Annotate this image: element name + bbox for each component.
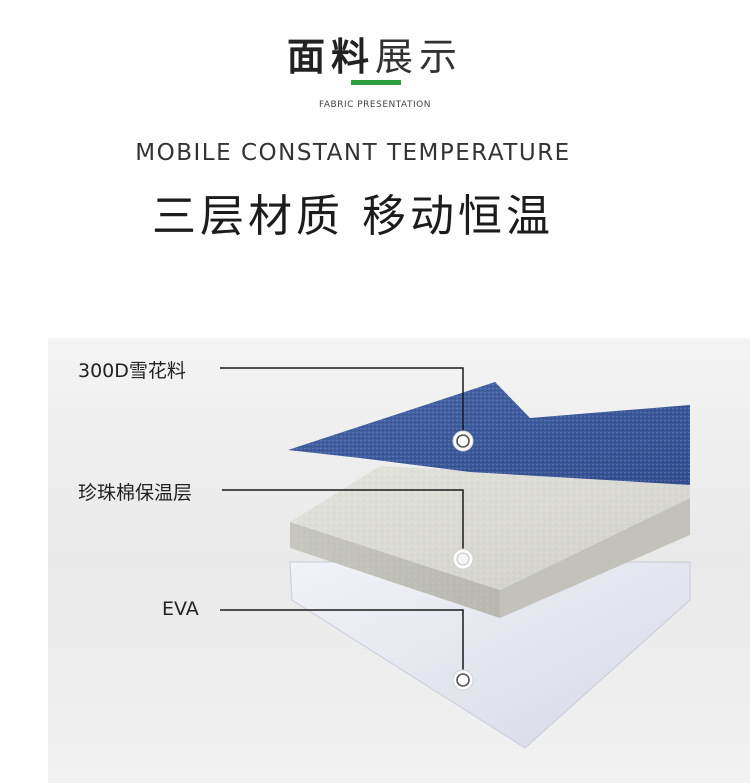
header: 面料展示 FABRIC PRESENTATION — [0, 0, 750, 130]
layers-svg — [48, 338, 750, 783]
page-title: 面料展示 — [0, 26, 750, 81]
marker-foam-icon — [452, 548, 474, 570]
subtitle-english: FABRIC PRESENTATION — [319, 100, 431, 110]
marker-fabric-icon — [452, 430, 474, 452]
page-title-light: 展示 — [375, 35, 464, 79]
leader-line-eva — [220, 609, 464, 678]
page-title-bold: 面料 — [286, 35, 375, 79]
leader-line-fabric — [220, 367, 464, 440]
layer-label-eva: EVA — [162, 598, 199, 620]
leader-line-foam — [222, 489, 464, 558]
material-layers-illustration: 300D雪花料 珍珠棉保温层 EVA — [0, 300, 750, 783]
layer-label-foam: 珍珠棉保温层 — [78, 482, 193, 504]
title-accent-bar — [351, 80, 401, 85]
hero-chinese-heading: 三层材质 移动恒温 — [152, 191, 554, 242]
hero-english-heading: MOBILE CONSTANT TEMPERATURE — [135, 140, 571, 166]
foam-layer-front — [500, 498, 690, 618]
marker-eva-icon — [452, 669, 474, 691]
layer-label-fabric: 300D雪花料 — [78, 360, 186, 382]
